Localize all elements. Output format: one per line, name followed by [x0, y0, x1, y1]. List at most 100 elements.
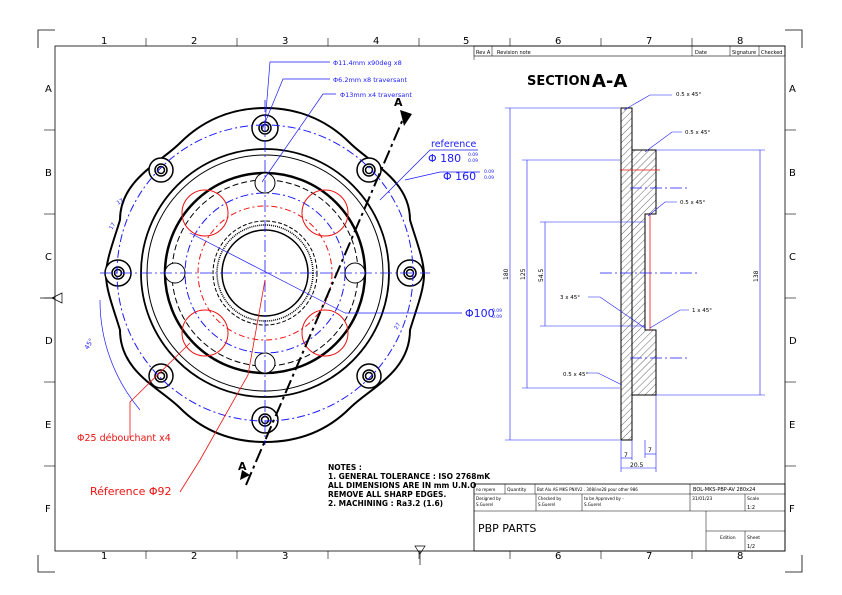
col-label-top: 7 [646, 36, 652, 47]
chamfer-1x45: 1 x 45° [692, 308, 712, 314]
col-label-bottom: 7 [646, 551, 652, 562]
dim-small-3: 27 [394, 322, 403, 331]
tb-designed-by-name: S.Guerel [476, 502, 493, 507]
section-name: A-A [592, 71, 627, 92]
red-holes-x4 [181, 189, 349, 357]
notes: NOTES : 1. GENERAL TOLERANCE : ISO 2768m… [328, 463, 491, 508]
tb-material: Bat Alu AS MKS PNXV2 . 308/ine28 pour ot… [537, 487, 638, 492]
tb-sheet-value: 1/2 [747, 544, 755, 550]
tb-quantity: Quantity [507, 487, 527, 493]
title-block: no repere Quantity Bat Alu AS MKS PNXV2 … [473, 483, 786, 552]
row-labels: A B C D E F A B C D E F [45, 84, 797, 515]
row-label-right: B [789, 168, 796, 179]
callout-holes-x8-counterbore: Φ11.4mm x90deg x8 [333, 59, 402, 67]
dim-dia-100-tol-upper: 0.09 [492, 308, 502, 314]
col-label-bottom: 3 [282, 551, 288, 562]
dim-small-1: 17 [116, 198, 125, 207]
row-label-right: D [789, 336, 797, 347]
dim-54-5: 54.5 [538, 268, 545, 282]
row-label-right: C [789, 252, 796, 263]
callout-holes-x4-through: Φ13mm x4 traversant [340, 91, 412, 99]
bolt-lugs [104, 114, 424, 434]
checked-header: Checked [761, 50, 782, 56]
dim-small-2: 17 [109, 222, 118, 231]
notes-line-2: ALL DIMENSIONS ARE IN mm U.N.O [328, 481, 476, 490]
dim-138: 138 [753, 270, 760, 282]
chamfer-inner: 0.5 x 45° [680, 200, 705, 206]
dim-dia-160-tol-upper: 0.09 [484, 169, 494, 175]
tb-company: PBP PARTS [478, 522, 536, 535]
column-labels: 1 2 3 4 5 6 7 8 1 2 3 6 7 8 [101, 36, 743, 562]
section-cut-label-top: A [394, 96, 403, 109]
row-label-right: A [789, 84, 796, 95]
revision-table: Rev A Revision note Date Signature Check… [473, 45, 786, 60]
notes-line-4: 2. MACHINING : Ra3.2 (1.6) [328, 499, 443, 508]
section-view: SECTION A-A [503, 71, 765, 472]
tb-no-repere: no repere [476, 487, 496, 492]
dim-180: 180 [503, 268, 510, 280]
notes-line-3: REMOVE ALL SHARP EDGES. [328, 490, 446, 499]
chamfer-top: 0.5 x 45° [676, 92, 701, 98]
col-label-bottom: 8 [737, 551, 743, 562]
revision-note-header: Revision note [497, 50, 531, 56]
tb-edition-label: Edition [720, 535, 736, 541]
col-label-top: 6 [555, 36, 561, 47]
tb-sheet-label: Sheet [747, 535, 760, 541]
callout-reference-92: Réference Φ92 [90, 485, 172, 498]
row-label-left: B [45, 168, 52, 179]
tb-checked-by-name: S.Guerel [538, 502, 555, 507]
row-label-left: D [45, 336, 53, 347]
row-label-left: C [45, 252, 52, 263]
dim-dia-180: Φ 180 [428, 152, 461, 165]
tb-designed-by-label: Designed by [476, 496, 502, 501]
chamfer-3x45: 3 x 45° [560, 295, 580, 301]
tb-scale-label: Scale [747, 496, 759, 502]
signature-header: Signature [732, 50, 756, 56]
callout-holes-x8-through: Φ6.2mm x8 traversant [333, 76, 407, 84]
callout-through-25: Φ25 débouchant x4 [77, 433, 171, 444]
chamfer-bottom: 0.5 x 45° [563, 372, 588, 378]
dim-angle-45: 45° [83, 337, 96, 351]
tb-checked-by-label: Checked by [538, 496, 562, 501]
notes-title: NOTES : [328, 463, 362, 472]
col-label-bottom: 1 [101, 551, 107, 562]
col-label-top: 5 [463, 36, 469, 47]
col-label-top: 3 [282, 36, 288, 47]
tb-drawing-number: BOL-MKS-PBP-AV 280x24 [693, 487, 755, 493]
date-header: Date [695, 50, 707, 56]
dim-7a: 7 [624, 452, 628, 459]
dim-dia-180-tol-upper: 0.09 [468, 152, 478, 158]
tb-approved-by-name: S.Guerel [584, 502, 601, 507]
dim-dia-180-tol-lower: 0.09 [468, 158, 478, 164]
col-label-top: 1 [101, 36, 107, 47]
dim-125: 125 [520, 268, 527, 280]
notes-line-1: 1. GENERAL TOLERANCE : ISO 2768mK [328, 472, 491, 481]
row-label-left: A [45, 84, 52, 95]
rev-header: Rev A [476, 50, 491, 56]
reference-label: reference [431, 139, 477, 150]
chamfer-mid: 0.5 x 45° [685, 130, 710, 136]
dim-dia-160-tol-lower: 0.09 [484, 175, 494, 181]
tb-approved-by-label: to be Approved by - [584, 496, 624, 501]
tb-scale-value: 1:2 [747, 505, 755, 511]
front-callouts: Φ11.4mm x90deg x8 Φ6.2mm x8 traversant Φ… [77, 59, 502, 498]
dim-7b: 7 [648, 447, 652, 454]
dim-dia-100: Φ100 [465, 307, 495, 320]
col-label-top: 2 [191, 36, 197, 47]
row-label-left: F [45, 504, 51, 515]
dim-20-5: 20.5 [630, 462, 644, 469]
col-label-bottom: 6 [555, 551, 561, 562]
section-cut-label-bottom: A [238, 460, 247, 473]
dim-dia-100-tol-lower: 0.09 [492, 314, 502, 320]
col-label-top: 4 [373, 36, 379, 47]
centering-marks [40, 292, 426, 565]
corner-marks [37, 29, 803, 573]
tb-date: 31/01/23 [692, 496, 712, 502]
row-label-right: F [789, 504, 795, 515]
row-label-left: E [45, 420, 51, 431]
dim-dia-160: Φ 160 [443, 170, 476, 183]
section-title: SECTION [527, 74, 590, 89]
col-label-bottom: 2 [191, 551, 197, 562]
front-view: A A [100, 96, 430, 486]
